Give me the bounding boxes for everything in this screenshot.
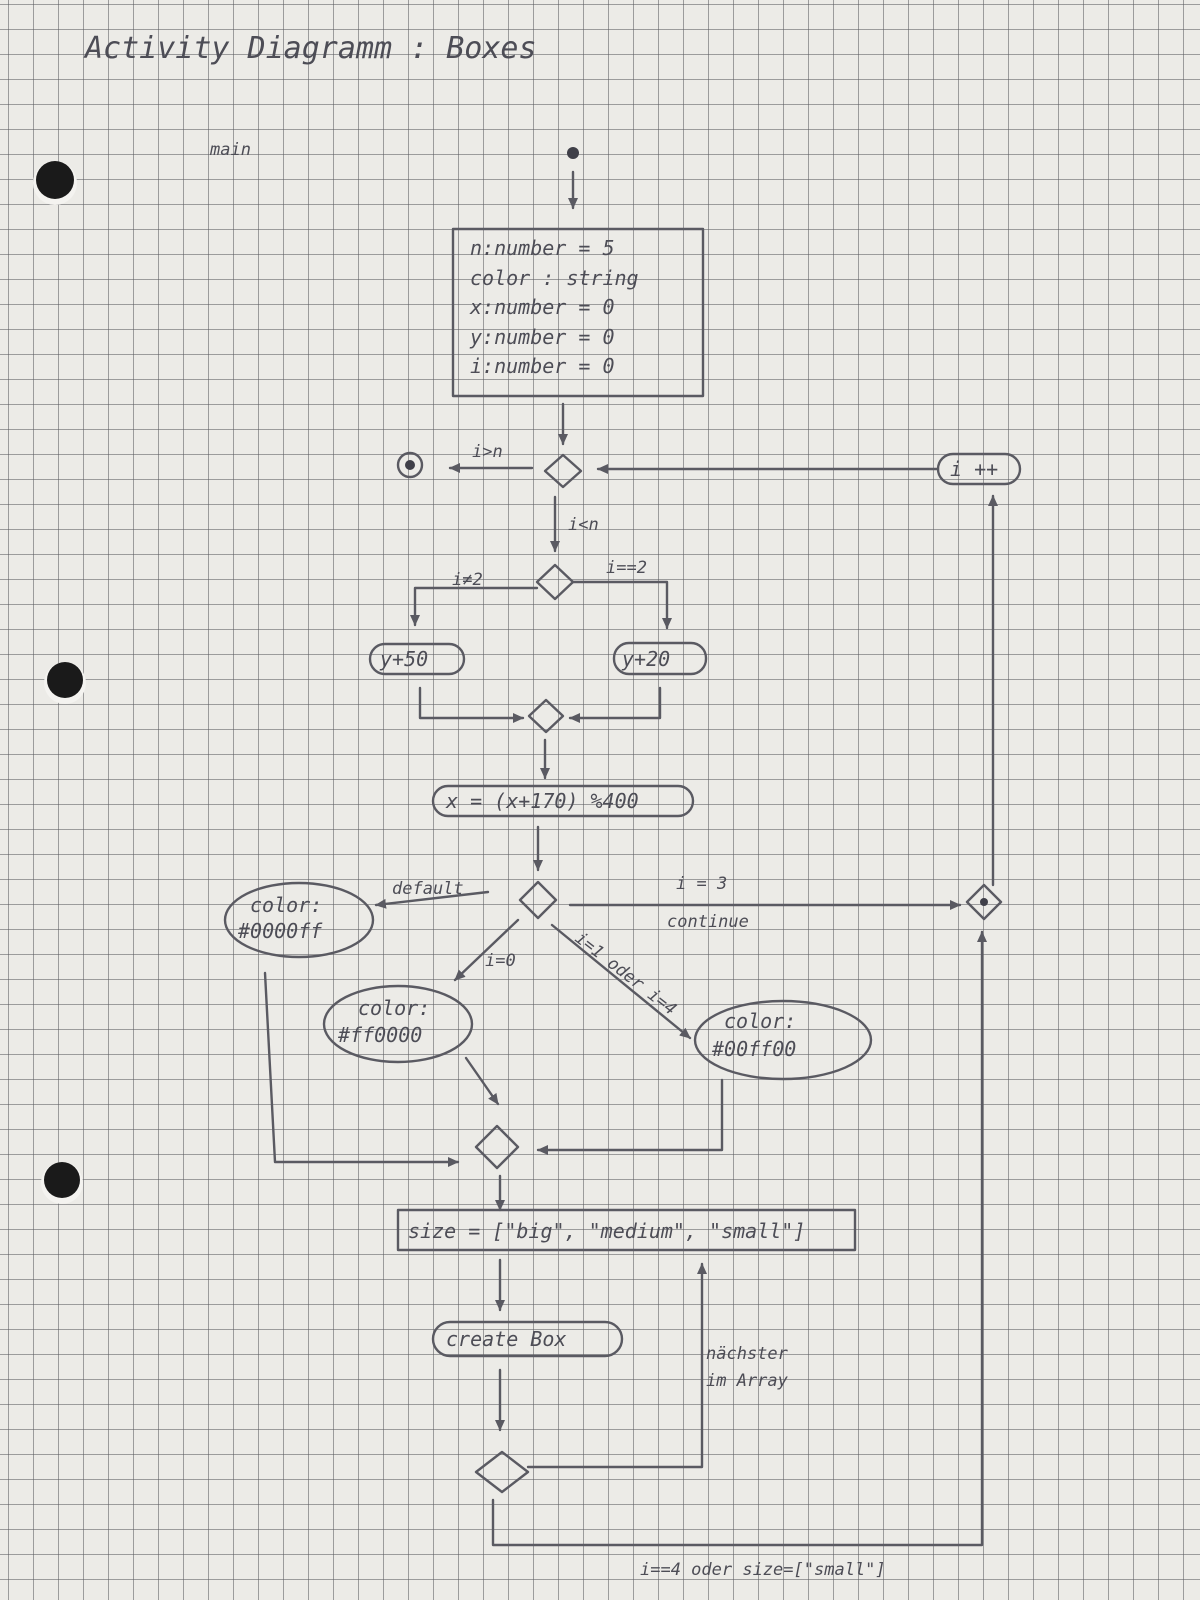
guard-is-two: i==2 [606,558,647,578]
loop-decision-diamond [543,453,583,489]
flow-green-to-merge [536,1078,724,1155]
action-increment-label: i ++ [950,457,998,481]
flow-y50-to-merge [418,686,525,723]
merge-diamond-1 [527,698,565,734]
decision-next-size [474,1450,530,1494]
action-color-red-line2: #ff0000 [337,1023,422,1047]
action-color-blue-line1: color: [250,893,322,917]
action-color-green-line2: #00ff00 [711,1037,796,1061]
init-line-i: i:number = 0 [470,354,615,378]
action-create-box-label: create Box [446,1327,566,1351]
guard-next-line1: nächster [706,1344,789,1364]
start-node [567,147,579,159]
guard-exit: i>n [472,442,503,462]
flow-default [374,890,490,909]
punch-holes [33,161,86,1204]
action-y-plus-20-label: y+20 [621,647,670,671]
action-x-update-label: x = (x+170) %400 [445,789,639,813]
guard-one-or-four: i=1 oder i=4 [571,928,680,1019]
flow-not-two [410,586,539,627]
decision-color [518,880,558,920]
action-create-box [431,1320,624,1358]
action-color-blue-line2: #0000ff [237,919,323,943]
init-line-n: n:number = 5 [470,236,615,260]
action-size-array [396,1208,857,1252]
merge-diamond-2 [474,1124,520,1170]
flow-y20-to-merge [568,686,662,723]
diagram-subtitle: main [209,140,251,160]
init-line-color: color : string [470,266,639,290]
flow-red-to-merge [464,1056,500,1106]
flow-blue-to-merge [263,971,460,1167]
guard-default: default [392,879,464,899]
flow-array-done-to-merge [491,930,987,1547]
diagram-title: Activity Diagramm : Boxes [83,31,537,66]
action-y-plus-50-label: y+50 [379,647,428,671]
init-line-x: x:number = 0 [469,295,615,319]
action-y-plus-20 [612,641,708,676]
merge-diamond-continue [965,883,1003,921]
guard-continue: continue [667,912,749,932]
guard-zero: i=0 [485,951,516,971]
guard-loop: i<n [568,515,599,535]
guard-next-line2: im Array [706,1371,789,1391]
init-variables-box [451,227,705,398]
action-color-blue [223,881,375,959]
flow-one-or-four [550,923,692,1040]
guard-three: i = 3 [676,874,727,894]
action-y-plus-50 [368,642,466,676]
guard-end-condition: i==4 oder size=["small"] [640,1560,886,1580]
action-color-green-line1: color: [724,1009,796,1033]
action-size-array-label: size = ["big", "medium", "small"] [408,1219,805,1243]
action-x-update [431,784,695,818]
flow-is-two [571,580,672,630]
init-line-y: y:number = 0 [469,325,615,349]
guard-not-two: i≠2 [452,570,483,590]
action-color-red-line1: color: [358,996,430,1020]
action-color-green [693,999,873,1081]
end-node [396,451,424,479]
decision-i-two [535,563,575,601]
flow-zero [453,918,520,982]
flow-next-in-array [526,1262,707,1469]
action-color-red [322,984,474,1064]
action-increment [936,452,1022,486]
